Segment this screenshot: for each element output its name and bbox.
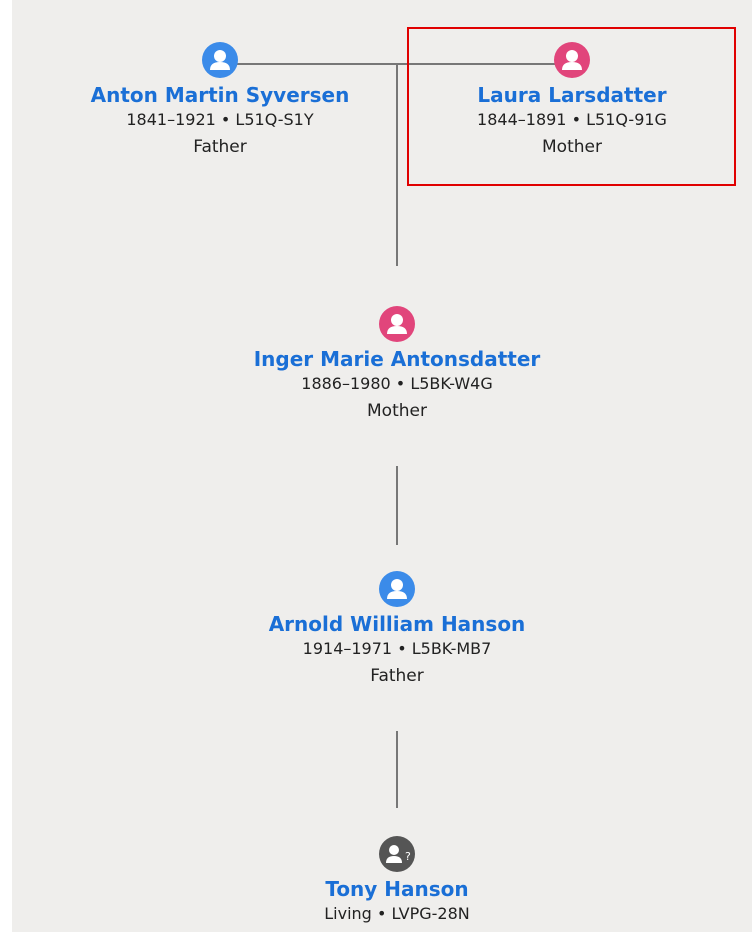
relation-label: Mother (367, 401, 427, 421)
person-card-parent: Arnold William Hanson 1914–1971 • L5BK-M… (227, 571, 567, 691)
female-person-icon[interactable] (554, 42, 590, 78)
relation-label: Father (193, 137, 247, 157)
person-details: Living • LVPG-28N (324, 904, 470, 923)
person-card-mother: Laura Larsdatter 1844–1891 • L51Q-91G Mo… (402, 42, 742, 162)
descent-line-3 (396, 731, 398, 808)
person-details: 1844–1891 • L51Q-91G (477, 110, 667, 129)
male-person-icon[interactable] (202, 42, 238, 78)
person-details: 1886–1980 • L5BK-W4G (301, 374, 493, 393)
relation-label: Father (370, 666, 424, 686)
person-details: 1841–1921 • L51Q-S1Y (126, 110, 314, 129)
person-card-father: Anton Martin Syversen 1841–1921 • L51Q-S… (50, 42, 390, 162)
person-card-self: ? Tony Hanson Living • LVPG-28N (227, 836, 567, 926)
person-details: 1914–1971 • L5BK-MB7 (302, 639, 492, 658)
selection-highlight-box (407, 27, 736, 186)
svg-text:?: ? (405, 850, 411, 863)
person-name-link[interactable]: Arnold William Hanson (268, 612, 526, 636)
relationship-chart (12, 0, 752, 932)
person-name-link[interactable]: Anton Martin Syversen (90, 83, 350, 107)
male-person-icon[interactable] (379, 571, 415, 607)
person-id: L5BK-MB7 (411, 639, 492, 658)
person-id: LVPG-28N (391, 904, 470, 923)
unknown-person-icon[interactable]: ? (379, 836, 415, 872)
person-card-grandmother: Inger Marie Antonsdatter 1886–1980 • L5B… (227, 306, 567, 426)
person-id: L51Q-S1Y (235, 110, 314, 129)
relation-label: Mother (542, 137, 602, 157)
person-name-link[interactable]: Inger Marie Antonsdatter (253, 347, 541, 371)
person-id: L51Q-91G (586, 110, 667, 129)
descent-line-1 (396, 63, 398, 266)
person-name-link[interactable]: Laura Larsdatter (477, 83, 667, 107)
descent-line-2 (396, 466, 398, 545)
female-person-icon[interactable] (379, 306, 415, 342)
person-id: L5BK-W4G (410, 374, 493, 393)
person-name-link[interactable]: Tony Hanson (325, 877, 469, 901)
